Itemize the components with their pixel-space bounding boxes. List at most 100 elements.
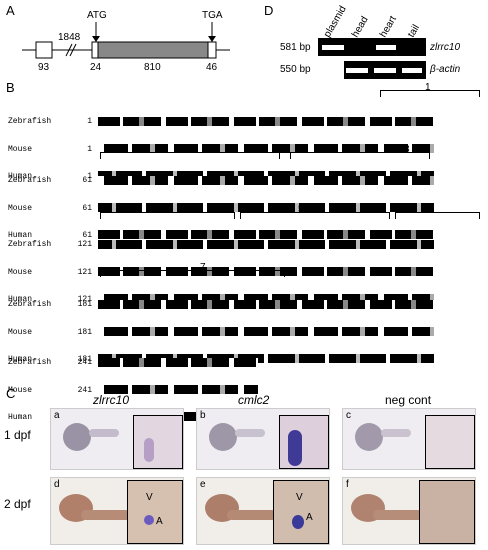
residue-start: 1 <box>87 144 92 154</box>
species-name: Human <box>8 412 33 422</box>
species-name: Zebrafish <box>8 300 52 310</box>
embryo-yolk <box>209 423 237 451</box>
panel-label-d: D <box>264 3 274 18</box>
residue-start: 121 <box>77 267 92 277</box>
species-name: Human <box>8 171 33 181</box>
heart-stain <box>144 515 154 525</box>
insitu-panel-b: b <box>196 408 330 470</box>
panel-letter: e <box>200 479 206 490</box>
species-name: Mouse <box>8 267 33 277</box>
species-name: Mouse <box>8 327 33 337</box>
sequence-row <box>98 117 434 126</box>
panel-letter: f <box>346 479 349 490</box>
species-name: Zebrafish <box>8 176 52 186</box>
heart-stain <box>288 430 302 466</box>
panel-label-c: C <box>6 386 16 401</box>
heart-inset <box>425 415 475 469</box>
row-label-2dpf: 2 dpf <box>4 497 31 511</box>
embryo-body <box>373 510 423 520</box>
domain-bracket <box>395 212 480 219</box>
species-name: Human <box>8 354 33 364</box>
heart-inset <box>279 415 329 469</box>
insitu-panel-f: f <box>342 477 476 545</box>
embryo-body <box>235 429 265 437</box>
ventricle-label: V <box>146 492 153 503</box>
lane-label-plasmid: plasmid <box>322 4 349 40</box>
sequence-row <box>98 144 434 153</box>
gene-structure-diagram <box>22 22 230 59</box>
domain-bracket <box>100 212 235 219</box>
gel-band-row-zlrrc10 <box>318 38 426 56</box>
column-header-zlrrc10: zlrrc10 <box>93 393 130 407</box>
species-name: Human <box>8 294 33 304</box>
exon-size-1: 93 <box>38 62 50 73</box>
species-name: Mouse <box>8 144 33 154</box>
domain-number: 3 <box>404 144 410 155</box>
heart-inset <box>419 480 475 544</box>
heart-inset <box>133 415 183 469</box>
gel-gene-zlrrc10: zlrrc10 <box>430 42 461 53</box>
residue-start: 61 <box>82 230 92 240</box>
domain-bracket <box>290 152 430 159</box>
residue-start: 1 <box>87 171 92 181</box>
domain-bracket <box>100 270 285 277</box>
residue-start: 61 <box>82 176 92 186</box>
gel-band <box>374 68 396 73</box>
panel-letter: d <box>54 479 60 490</box>
species-name: Zebrafish <box>8 240 52 250</box>
heart-inset <box>127 480 183 544</box>
column-header-neg-cont: neg cont <box>385 393 432 407</box>
embryo-body <box>81 510 131 520</box>
panel-label-a: A <box>6 3 15 18</box>
domain-number: 6 <box>425 204 431 215</box>
embryo-body <box>89 429 119 437</box>
gel-band <box>376 45 396 50</box>
embryo-yolk <box>355 423 383 451</box>
atrium-label: A <box>156 516 163 527</box>
domain-number: 4 <box>165 204 171 215</box>
sequence-row <box>98 171 434 180</box>
heart-stain <box>292 515 304 529</box>
embryo-body <box>227 510 277 520</box>
heart-stain <box>144 438 154 462</box>
sequence-row <box>98 385 258 394</box>
column-header-cmlc2: cmlc2 <box>238 393 270 407</box>
panel-letter: c <box>346 410 351 421</box>
domain-bracket <box>380 90 480 97</box>
intron-length-label: 1848 <box>58 32 81 43</box>
gel-gene-actin: β-actin <box>430 64 461 75</box>
residue-start: 61 <box>82 203 92 213</box>
species-name: Zebrafish <box>8 117 52 127</box>
sequence-row <box>98 203 434 212</box>
gel-size-550: 550 bp <box>280 64 311 75</box>
lane-label-head: head <box>350 14 371 40</box>
insitu-panel-d: d <box>50 477 184 545</box>
species-name: Mouse <box>8 385 33 395</box>
gel-band <box>402 68 422 73</box>
start-codon-label: ATG <box>87 10 107 21</box>
heart-inset <box>273 480 329 544</box>
sequence-row <box>98 327 434 336</box>
embryo-body <box>381 429 411 437</box>
panel-label-b: B <box>6 80 15 95</box>
sequence-row <box>98 358 258 367</box>
stop-codon-label: TGA <box>202 10 223 21</box>
gel-band <box>346 68 368 73</box>
sequence-row <box>98 240 434 249</box>
sequence-row <box>98 267 434 276</box>
insitu-panel-e: e <box>196 477 330 545</box>
sequence-row <box>98 354 434 363</box>
domain-bracket <box>100 152 280 159</box>
lane-label-tail: tail <box>406 22 422 40</box>
residue-start: 241 <box>77 385 92 395</box>
sequence-row <box>98 176 434 185</box>
atrium-label: A <box>306 512 313 523</box>
gel-band <box>322 45 344 50</box>
insitu-panel-c: c <box>342 408 476 470</box>
sequence-row <box>98 300 434 309</box>
domain-number: 5 <box>298 204 304 215</box>
sequence-row <box>98 294 434 303</box>
residue-start: 181 <box>77 300 92 310</box>
